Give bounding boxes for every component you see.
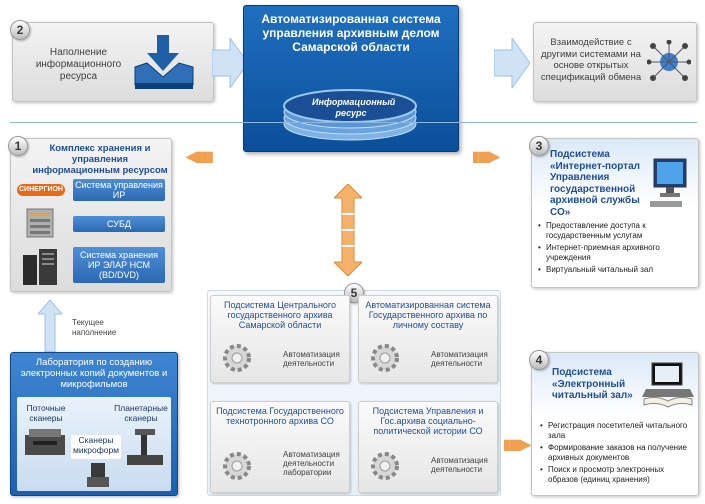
box-internet-portal: 3 Подсистема «Интернет-портал Управления…: [529, 136, 699, 288]
reading-room-feature-item: Формирование заказов на получение архивн…: [540, 443, 694, 463]
subsystem-desc: Автоматизация деятельности: [431, 350, 488, 368]
box-interop-text: Взаимодействие с другими системами на ос…: [540, 37, 642, 83]
reading-room-feature-list: Регистрация посетителей читального зала …: [540, 421, 694, 487]
arrow-system-to-storage: ◀▮▮▮: [186, 148, 214, 164]
box-archive-subsystems: 5 Подсистема Центрального государственно…: [207, 283, 501, 496]
subsystem-central-archive: Подсистема Центрального государственного…: [210, 295, 350, 383]
subsystem-desc: Автоматизация деятельности лаборатории: [283, 450, 340, 477]
reading-room-feature-item: Поиск и просмотр электронных образов (ед…: [540, 465, 694, 485]
microform-scanner-icon: [87, 463, 109, 487]
dbms-item: СУБД: [73, 216, 165, 232]
subsystem-desc: Автоматизация деятельности: [431, 456, 488, 474]
step-number: 4: [529, 350, 549, 370]
synergion-logo: СИНЕРГИОН: [17, 184, 65, 196]
storage-complex-title: Комплекс хранения и управления информаци…: [32, 143, 168, 176]
box-storage-complex: 1 Комплекс хранения и управления информа…: [8, 136, 172, 292]
box-digitization-lab: Лаборатория по созданию электронных копи…: [10, 352, 178, 496]
portal-title: Подсистема «Интернет-портал Управления г…: [550, 149, 640, 218]
portal-feature-item: Виртуальный читальный зал: [538, 265, 694, 275]
box-interop: Взаимодействие с другими системами на ос…: [533, 22, 697, 102]
box-electronic-reading-room: 4 Подсистема «Электронный читальный зал»…: [529, 350, 699, 496]
download-tray-icon: [134, 35, 194, 89]
box-fill-resource: 2 Наполнение информационного ресурса: [10, 20, 214, 102]
subsystem-technotronic-archive: Подсистема Государственного технотронног…: [210, 401, 350, 493]
info-resource-disk-icon: [283, 89, 417, 141]
portal-feature-list: Предоставление доступа к государственным…: [538, 221, 694, 277]
subsystem-title: Подсистема Центрального государственного…: [223, 300, 337, 330]
subsystem-personnel-archive: Автоматизированная система Государственн…: [358, 295, 498, 383]
central-system-title: Автоматизированная система управления ар…: [261, 12, 441, 54]
storage-system-item: Система хранения ИР ЭЛАР НСМ (BD/DVD): [73, 247, 165, 283]
gear-icon: [223, 344, 251, 372]
arrow-fill-to-system: [212, 38, 248, 88]
reading-room-title: Подсистема «Электронный читальный зал»: [552, 367, 633, 401]
subsystem-title: Подсистема Управления и Гос.архива социа…: [372, 406, 484, 436]
planetary-scanners-label: Планетарные сканеры: [114, 403, 168, 423]
lab-scanners-area: Поточные сканеры Планетарные сканеры Ска…: [17, 397, 171, 491]
lab-title: Лаборатория по созданию электронных копи…: [20, 357, 168, 390]
subsystem-sociopolitical-archive: Подсистема Управления и Гос.архива социа…: [358, 401, 498, 493]
stream-scanner-icon: [25, 429, 65, 455]
ir-management-item: Система управления ИР: [73, 179, 165, 201]
gear-icon: [223, 452, 251, 480]
step-number: 3: [529, 136, 549, 156]
gear-icon: [371, 344, 399, 372]
reading-room-feature-item: Регистрация посетителей читального зала: [540, 421, 694, 441]
storage-array-icon: [23, 249, 57, 285]
portal-feature-item: Предоставление доступа к государственным…: [538, 221, 694, 241]
network-globe-icon: [647, 40, 691, 81]
arrow-system-to-interop: [494, 38, 530, 88]
arrow-subsystems-to-reading-room: ▮▮▮▶: [503, 436, 531, 452]
portal-feature-item: Интернет-приемная архивного учреждения: [538, 243, 694, 263]
arrow-system-to-portal: ▮▮▮▶: [472, 148, 500, 164]
subsystem-desc: Автоматизация деятельности: [283, 350, 340, 368]
info-resource-label: Информационный ресурс: [312, 97, 396, 118]
subsystem-title: Автоматизированная система Государственн…: [365, 300, 491, 330]
gear-icon: [371, 452, 399, 480]
arrow-lab-to-storage: [38, 300, 62, 352]
current-fill-label: Текущее наполнение: [72, 318, 117, 337]
server-rack-icon: [26, 208, 54, 238]
box-fill-resource-text: Наполнение информационного ресурса: [35, 47, 122, 82]
central-system-panel: Автоматизированная система управления ар…: [243, 5, 459, 152]
step-number: 2: [10, 20, 30, 40]
planetary-scanner-icon: [127, 429, 163, 465]
stream-scanners-label: Поточные сканеры: [26, 403, 66, 423]
microform-scanners-label: Сканеры микроформ: [71, 435, 121, 459]
step-number: 1: [8, 136, 28, 156]
arrow-system-to-subsystems: [334, 184, 362, 276]
laptop-book-icon: [642, 362, 694, 408]
section-divider: [10, 122, 697, 123]
monitor-icon: [650, 158, 687, 207]
subsystem-title: Подсистема Государственного технотронног…: [216, 406, 344, 426]
